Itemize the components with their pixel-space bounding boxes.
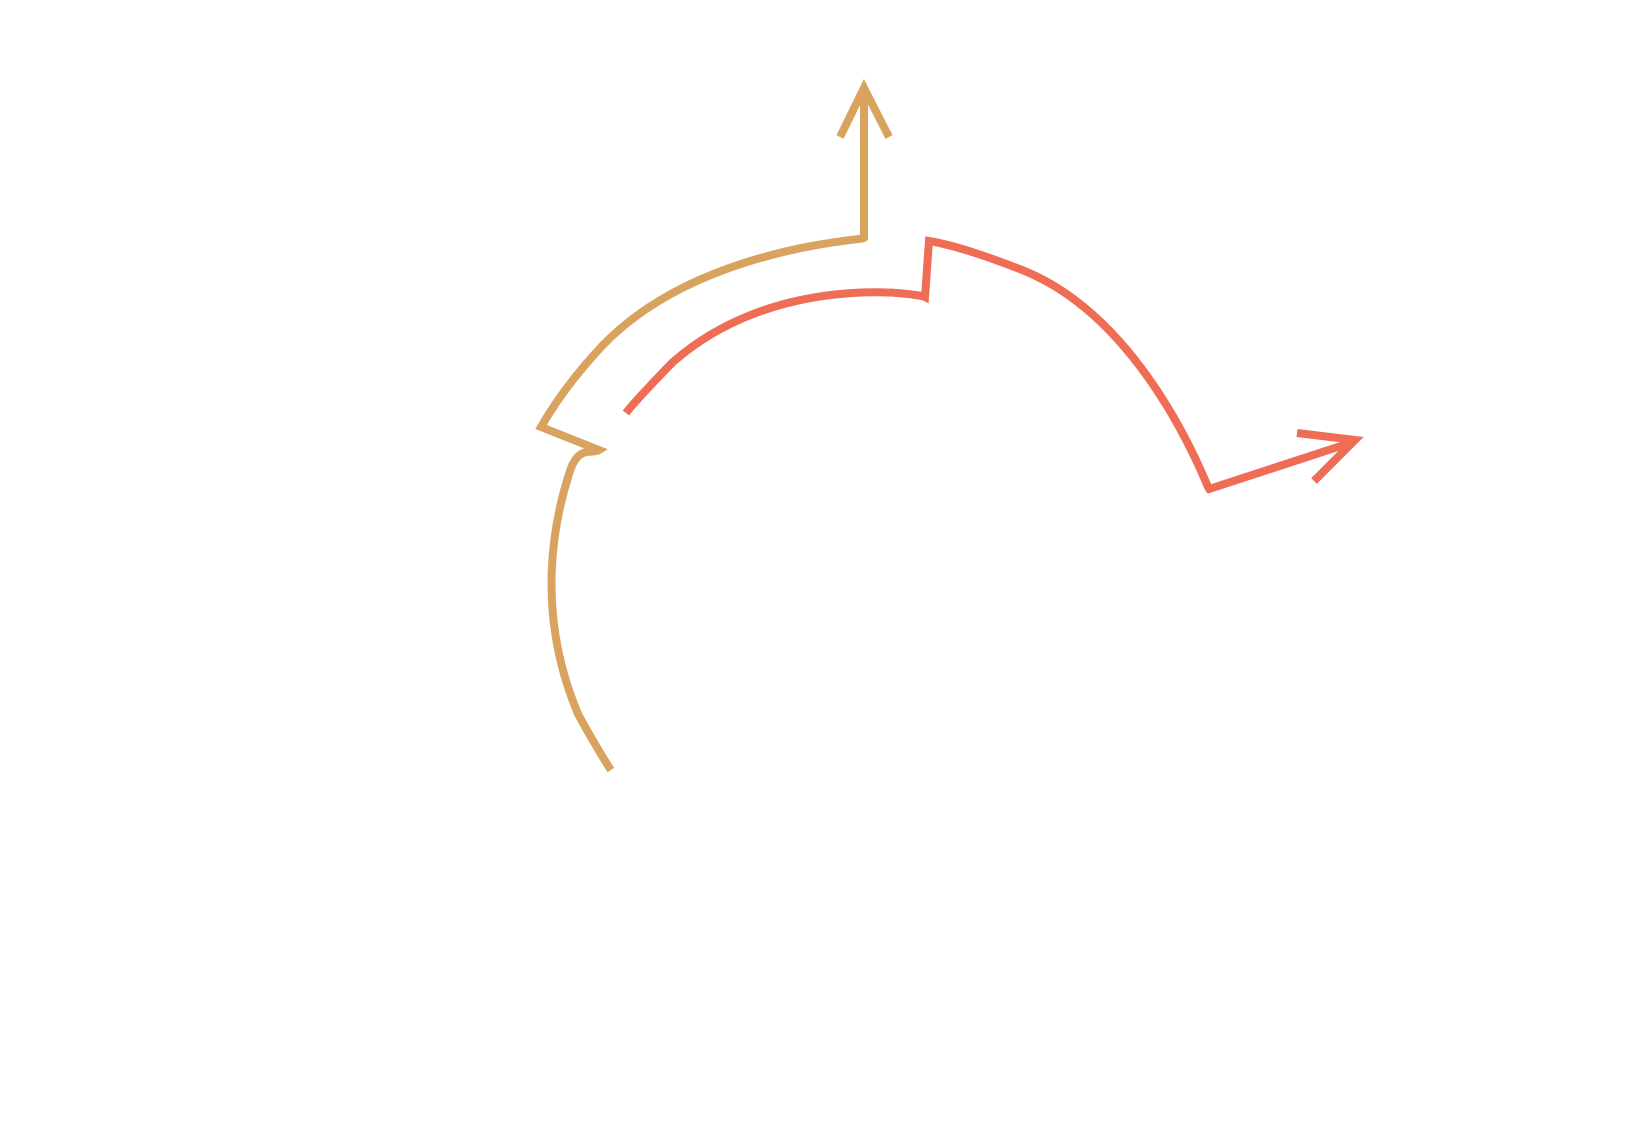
arrow-right-icon <box>1296 429 1364 484</box>
arrow-up-icon <box>836 79 893 139</box>
outer-arrow-body <box>535 95 869 773</box>
inner-arrow <box>622 236 1364 494</box>
inner-arrow-body <box>622 236 1349 494</box>
outer-arrow <box>535 79 893 773</box>
